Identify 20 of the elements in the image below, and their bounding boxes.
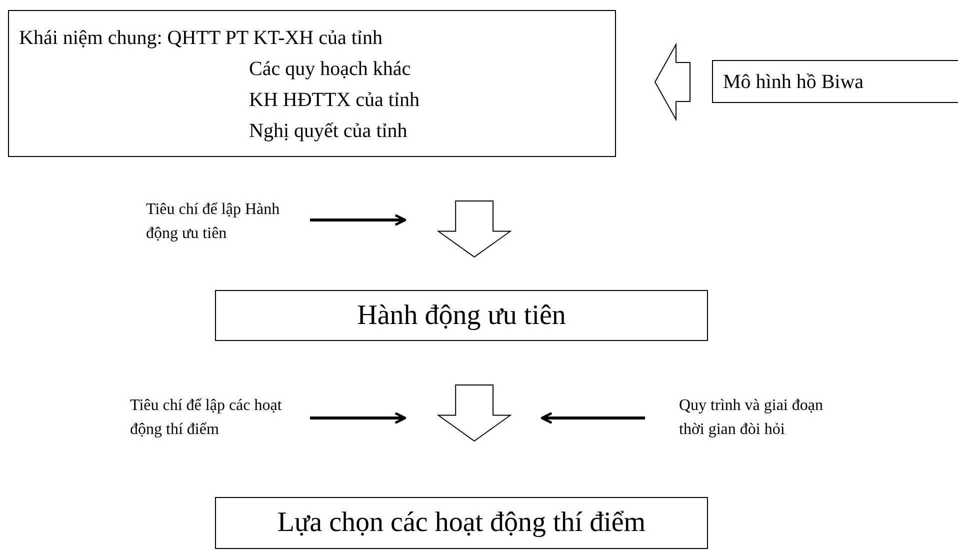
box-text: Các quy hoạch khác	[249, 57, 412, 82]
concept-box	[8, 10, 616, 157]
box-text: Lựa chọn các hoạt động thí điểm	[277, 506, 646, 540]
block-arrow	[654, 42, 690, 122]
arrow	[540, 412, 645, 424]
box-text: Khái niệm chung: QHTT PT KT-XH của tỉnh	[19, 26, 384, 51]
criteria-text: Tiêu chí để lập các hoạt động thí điểm	[130, 396, 283, 440]
block-arrow	[436, 384, 512, 442]
criteria-text: Quy trình và giai đoạn thời gian đòi hỏi	[679, 396, 824, 440]
box-text: Nghị quyết của tỉnh	[249, 119, 408, 144]
process-box	[215, 497, 708, 549]
process-box	[215, 290, 708, 341]
block-arrow	[436, 200, 512, 258]
process-box	[712, 60, 958, 103]
arrow	[310, 214, 406, 226]
arrow	[310, 412, 406, 424]
box-text: Mô hình hồ Biwa	[723, 70, 864, 94]
criteria-text: Tiêu chí để lập Hành động ưu tiên	[146, 200, 281, 244]
box-text: Hành động ưu tiên	[357, 298, 566, 332]
box-text: KH HĐTTX của tỉnh	[249, 88, 421, 113]
